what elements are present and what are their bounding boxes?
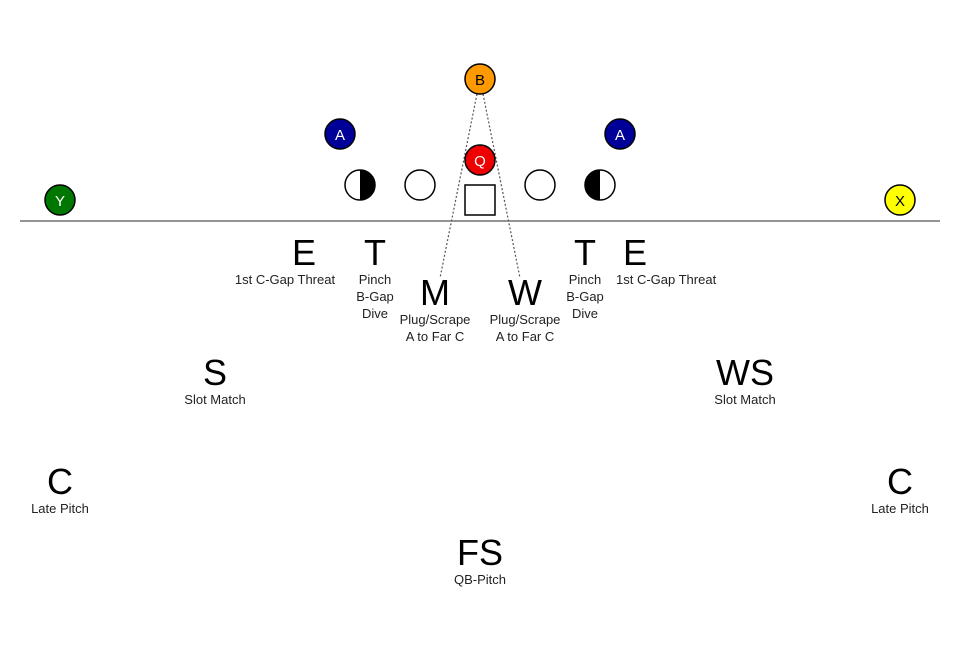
defender-e-right-duty: 1st C-Gap Threat [616, 272, 717, 287]
defender-m-label: M [420, 272, 450, 313]
right-guard-circle [524, 169, 556, 201]
defender-t-left: T Pinch B-Gap Dive [345, 235, 405, 322]
defender-w: W Plug/Scrape A to Far C [480, 275, 570, 345]
defender-t-right-label: T [574, 232, 596, 273]
defender-s-label: S [202, 352, 227, 393]
defender-c-left-label: C [47, 461, 73, 502]
player-b: B [464, 63, 496, 95]
defender-c-right-label: C [887, 461, 913, 502]
player-a-right: A [604, 118, 636, 150]
read-line-to-w [482, 93, 521, 279]
defender-ws-duty: Slot Match [714, 392, 776, 407]
defender-w-label: W [508, 272, 542, 313]
defender-fs-label: FS [456, 532, 503, 573]
defender-c-right-duty: Late Pitch [871, 501, 929, 516]
defender-e-right: E 1st C-Gap Threat [612, 235, 732, 288]
defender-s: S Slot Match [165, 355, 265, 408]
svg-text:B: B [475, 72, 485, 89]
defender-e-left-label: E [291, 232, 316, 273]
defender-t-right: T Pinch B-Gap Dive [555, 235, 615, 322]
center-square [464, 184, 496, 216]
svg-text:A: A [335, 127, 345, 144]
defender-e-left-duty: 1st C-Gap Threat [234, 272, 336, 287]
svg-text:X: X [895, 193, 905, 210]
svg-text:Y: Y [55, 193, 65, 210]
svg-text:Q: Q [474, 153, 486, 170]
defender-c-left: C Late Pitch [15, 464, 105, 517]
defender-c-right: C Late Pitch [855, 464, 945, 517]
defender-t-left-duty: Pinch B-Gap Dive [356, 272, 394, 321]
read-line-to-m [439, 93, 478, 279]
defender-m-duty: Plug/Scrape A to Far C [399, 312, 471, 344]
defender-t-right-duty: Pinch B-Gap Dive [566, 272, 604, 321]
defender-e-right-label: E [623, 232, 648, 273]
defender-e-left: E 1st C-Gap Threat [225, 235, 345, 288]
player-x: X [884, 184, 916, 216]
defender-m: M Plug/Scrape A to Far C [390, 275, 480, 345]
defender-c-left-duty: Late Pitch [31, 501, 89, 516]
player-y: Y [44, 184, 76, 216]
defender-s-duty: Slot Match [184, 392, 246, 407]
player-q: Q [464, 144, 496, 176]
left-guard-circle [404, 169, 436, 201]
player-a-left: A [324, 118, 356, 150]
defender-fs-duty: QB-Pitch [453, 572, 506, 587]
defender-w-duty: Plug/Scrape A to Far C [489, 312, 561, 344]
defender-t-left-label: T [364, 232, 386, 273]
defender-fs: FS QB-Pitch [430, 535, 530, 588]
defender-ws-label: WS [716, 352, 774, 393]
svg-text:A: A [615, 127, 625, 144]
defender-ws: WS Slot Match [695, 355, 795, 408]
right-tackle-half-filled [584, 169, 616, 201]
left-tackle-half-filled [344, 169, 376, 201]
